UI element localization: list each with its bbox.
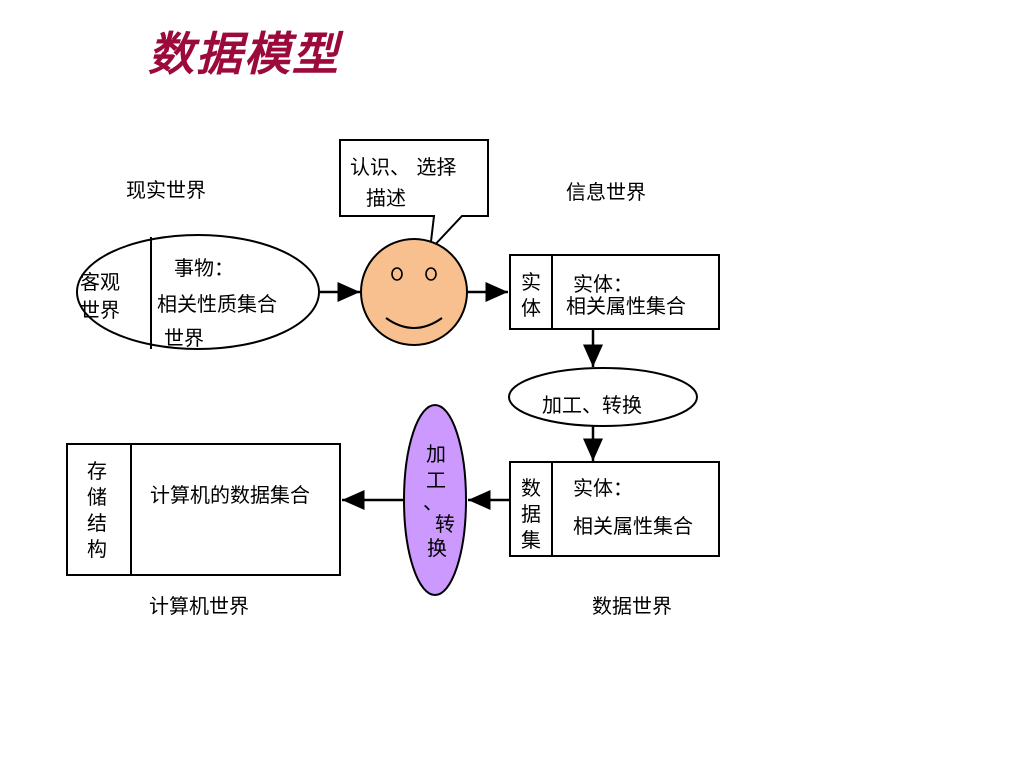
- storage-box-divider: [130, 443, 132, 576]
- storage-box: 存 储 结 构 计算机的数据集合: [66, 443, 341, 576]
- dataset-box-side-label: 数 据 集: [521, 476, 541, 552]
- vertical-process-label: 加 工 、 转 换: [423, 442, 455, 560]
- real-world-label: 现实世界: [126, 178, 206, 202]
- world-sublabel: 世界: [164, 326, 204, 350]
- things-label: 事物：: [174, 256, 234, 280]
- computer-data-set-label: 计算机的数据集合: [150, 483, 310, 507]
- real-world-ellipse: [76, 234, 320, 350]
- dataset-box-divider: [551, 461, 553, 557]
- entity-box-side-label: 实 体: [521, 270, 541, 320]
- storage-structure-label: 存 储 结 构: [87, 459, 107, 561]
- dataset-box: 数 据 集 实体： 相关属性集合: [509, 461, 720, 557]
- computer-world-label: 计算机世界: [149, 594, 249, 618]
- related-properties-label: 相关性质集合: [157, 292, 277, 316]
- data-world-label: 数据世界: [592, 594, 672, 618]
- objective-world-line1: 客观: [80, 270, 120, 294]
- process-label: 加工、转换: [542, 393, 642, 417]
- objective-world-line2: 世界: [80, 298, 120, 322]
- entity-label: 实体：: [573, 272, 633, 296]
- dataset-attributes-label: 相关属性集合: [573, 514, 693, 538]
- info-world-label: 信息世界: [566, 180, 646, 204]
- process-ellipse: [508, 367, 698, 427]
- entity-box-divider: [551, 254, 553, 330]
- entity-attributes-label: 相关属性集合: [566, 294, 686, 318]
- speech-bubble-line1: 认识、 选择: [350, 155, 457, 179]
- page-title: 数据模型: [148, 27, 340, 81]
- smiley-face-icon: [360, 238, 468, 346]
- entity-box: 实 体 实体： 相关属性集合: [509, 254, 720, 330]
- speech-bubble-shape: [339, 139, 489, 253]
- dataset-entity-label: 实体：: [573, 476, 633, 500]
- speech-bubble-line2: 描述: [366, 186, 406, 210]
